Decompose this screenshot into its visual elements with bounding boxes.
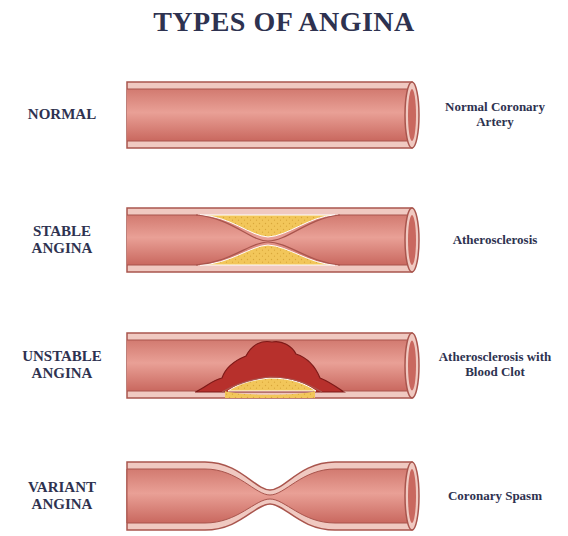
artery-caption: Coronary Spasm [428,489,562,504]
artery-caption: Atherosclerosis [428,233,562,248]
variant-artery [127,462,419,530]
row-label: UNSTABLE ANGINA [6,348,118,383]
artery-caption: Normal Coronary Artery [428,100,562,130]
diagram-title: TYPES OF ANGINA [40,6,528,38]
normal-artery [127,82,419,148]
unstable-artery [127,333,419,398]
stable-artery [127,208,419,272]
artery-caption: Atherosclerosis with Blood Clot [428,350,562,380]
row-label: VARIANT ANGINA [6,479,118,514]
row-label: STABLE ANGINA [6,223,118,258]
row-label: NORMAL [6,106,118,123]
